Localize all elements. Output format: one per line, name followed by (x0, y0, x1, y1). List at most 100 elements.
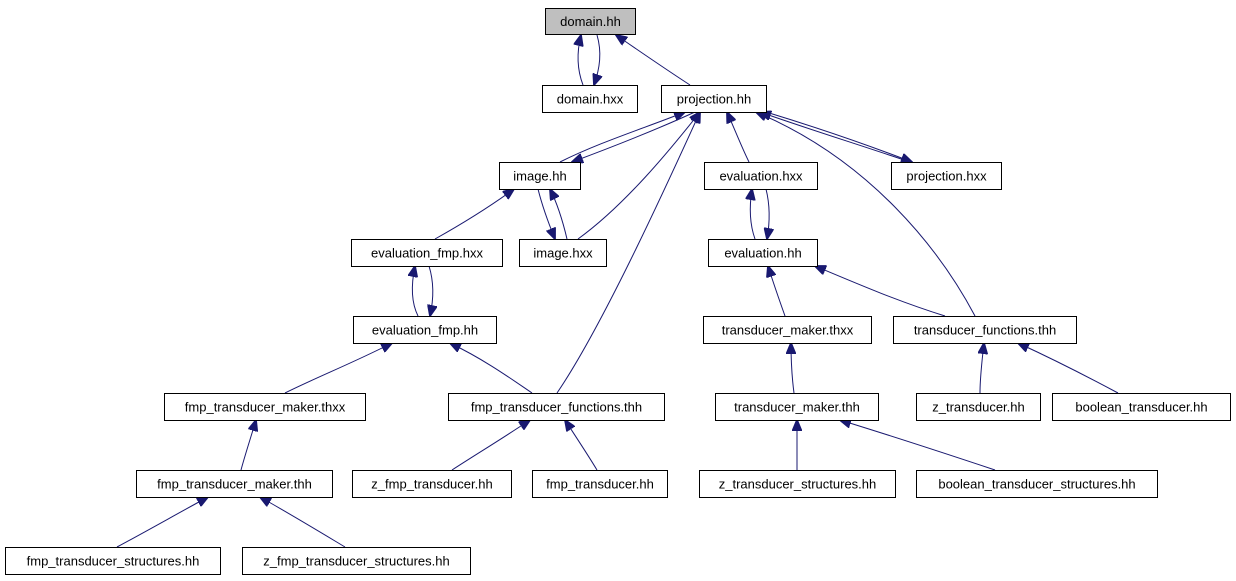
node-label: z_fmp_transducer_structures.hh (263, 554, 449, 569)
node-box (916, 470, 1158, 498)
edge-projection-hh-to-image-hh (572, 111, 696, 162)
edge-image-hxx-to-image-hh (550, 189, 568, 240)
edge-transducer-functions-thh-to-projection-hh (756, 112, 976, 317)
edge-image-hh-to-image-hxx (537, 188, 555, 239)
node-projection-hh[interactable]: projection.hh (661, 85, 767, 113)
node-evaluation-hxx[interactable]: evaluation.hxx (704, 162, 818, 190)
node-label: evaluation.hxx (719, 169, 803, 184)
node-z-transducer-hh[interactable]: z_transducer.hh (916, 393, 1041, 421)
node-label: transducer_maker.thxx (722, 323, 854, 338)
edges-layer (116, 34, 1119, 548)
node-image-hxx[interactable]: image.hxx (519, 239, 607, 267)
edge-image-hxx-to-projection-hh (577, 112, 700, 240)
node-transducer-maker-thh[interactable]: transducer_maker.thh (715, 393, 879, 421)
node-fmp-transducer-structures-hh[interactable]: fmp_transducer_structures.hh (5, 547, 221, 575)
edge-fmp-transducer-maker-thh-to-fmp-transducer-maker-thxx (240, 420, 256, 471)
edge-projection-hxx-to-projection-hh (760, 112, 911, 163)
node-label: fmp_transducer.hh (546, 477, 654, 492)
node-domain-hxx[interactable]: domain.hxx (542, 85, 638, 113)
node-label: projection.hxx (906, 169, 987, 184)
node-box (661, 85, 767, 113)
edge-boolean-transducer-hh-to-transducer-functions-thh (1018, 343, 1119, 394)
node-z-transducer-structures-hh[interactable]: z_transducer_structures.hh (699, 470, 896, 498)
node-fmp-transducer-hh[interactable]: fmp_transducer.hh (532, 470, 668, 498)
node-box (499, 162, 581, 190)
edge-domain-hxx-to-domain-hh (578, 35, 583, 86)
edge-projection-hh-to-projection-hxx (765, 111, 912, 162)
node-label: image.hh (513, 169, 566, 184)
node-evaluation-fmp-hxx[interactable]: evaluation_fmp.hxx (351, 239, 503, 267)
node-box (703, 316, 872, 344)
node-box (5, 547, 221, 575)
node-domain-hh[interactable]: domain.hh (545, 8, 636, 35)
node-label: fmp_transducer_structures.hh (27, 554, 200, 569)
node-boolean-transducer-structures-hh[interactable]: boolean_transducer_structures.hh (916, 470, 1158, 498)
node-evaluation-hh[interactable]: evaluation.hh (708, 239, 818, 267)
node-label: evaluation_fmp.hxx (371, 246, 484, 261)
node-transducer-maker-thxx[interactable]: transducer_maker.thxx (703, 316, 872, 344)
node-fmp-transducer-functions-thh[interactable]: fmp_transducer_functions.thh (448, 393, 665, 421)
node-label: evaluation.hh (724, 246, 801, 261)
node-box (242, 547, 471, 575)
node-boolean-transducer-hh[interactable]: boolean_transducer.hh (1052, 393, 1231, 421)
node-projection-hxx[interactable]: projection.hxx (891, 162, 1002, 190)
node-box (352, 470, 512, 498)
edge-boolean-transducer-structures-hh-to-transducer-maker-thh (840, 420, 996, 471)
node-box (545, 8, 636, 35)
edge-evaluation-hxx-to-projection-hh (727, 112, 750, 163)
node-z-fmp-transducer-structures-hh[interactable]: z_fmp_transducer_structures.hh (242, 547, 471, 575)
edge-fmp-transducer-structures-hh-to-fmp-transducer-maker-thh (116, 497, 208, 548)
node-box (351, 239, 503, 267)
edge-fmp-transducer-maker-thxx-to-evaluation-fmp-hh (284, 343, 392, 394)
node-evaluation-fmp-hh[interactable]: evaluation_fmp.hh (353, 316, 497, 344)
edge-evaluation-hh-to-evaluation-hxx (750, 189, 755, 240)
edge-domain-hh-to-domain-hxx (594, 34, 600, 85)
node-label: boolean_transducer_structures.hh (938, 477, 1135, 492)
node-label: fmp_transducer_maker.thxx (185, 400, 346, 415)
node-label: domain.hxx (557, 92, 624, 107)
node-label: z_transducer.hh (932, 400, 1025, 415)
node-label: boolean_transducer.hh (1075, 400, 1207, 415)
node-box (699, 470, 896, 498)
node-box (136, 470, 333, 498)
edge-z-transducer-hh-to-transducer-functions-thh (980, 343, 984, 394)
nodes-layer: domain.hh domain.hxx projection.hh image.hh… (5, 8, 1231, 575)
edge-z-fmp-transducer-hh-to-fmp-transducer-functions-thh (451, 420, 530, 471)
node-box (704, 162, 818, 190)
edge-evaluation-hxx-to-evaluation-hh (766, 188, 769, 239)
node-box (916, 393, 1041, 421)
node-fmp-transducer-maker-thh[interactable]: fmp_transducer_maker.thh (136, 470, 333, 498)
edge-evaluation-fmp-hxx-to-evaluation-fmp-hh (429, 265, 433, 316)
node-label: fmp_transducer_maker.thh (157, 477, 312, 492)
edge-evaluation-fmp-hxx-to-image-hh (434, 189, 514, 240)
node-box (164, 393, 366, 421)
node-label: image.hxx (533, 246, 593, 261)
node-box (532, 470, 668, 498)
edge-fmp-transducer-hh-to-fmp-transducer-functions-thh (565, 420, 598, 471)
edge-transducer-maker-thxx-to-evaluation-hh (768, 266, 786, 317)
node-fmp-transducer-maker-thxx[interactable]: fmp_transducer_maker.thxx (164, 393, 366, 421)
node-label: projection.hh (677, 92, 751, 107)
node-label: z_fmp_transducer.hh (371, 477, 492, 492)
edge-transducer-maker-thh-to-transducer-maker-thxx (791, 343, 794, 394)
edge-transducer-functions-thh-to-evaluation-hh (815, 266, 946, 317)
node-box (448, 393, 665, 421)
node-box (708, 239, 818, 267)
node-box (715, 393, 879, 421)
node-box (353, 316, 497, 344)
node-label: transducer_functions.thh (914, 323, 1056, 338)
node-z-fmp-transducer-hh[interactable]: z_fmp_transducer.hh (352, 470, 512, 498)
edge-projection-hh-to-domain-hh (616, 35, 691, 86)
node-label: z_transducer_structures.hh (719, 477, 877, 492)
node-box (893, 316, 1077, 344)
node-image-hh[interactable]: image.hh (499, 162, 581, 190)
node-box (542, 85, 638, 113)
node-box (519, 239, 607, 267)
node-transducer-functions-thh[interactable]: transducer_functions.thh (893, 316, 1077, 344)
edge-evaluation-fmp-hh-to-evaluation-fmp-hxx (412, 266, 419, 317)
edge-fmp-transducer-functions-thh-to-evaluation-fmp-hh (450, 343, 533, 394)
node-label: domain.hh (560, 14, 621, 29)
node-box (1052, 393, 1231, 421)
node-box (891, 162, 1002, 190)
